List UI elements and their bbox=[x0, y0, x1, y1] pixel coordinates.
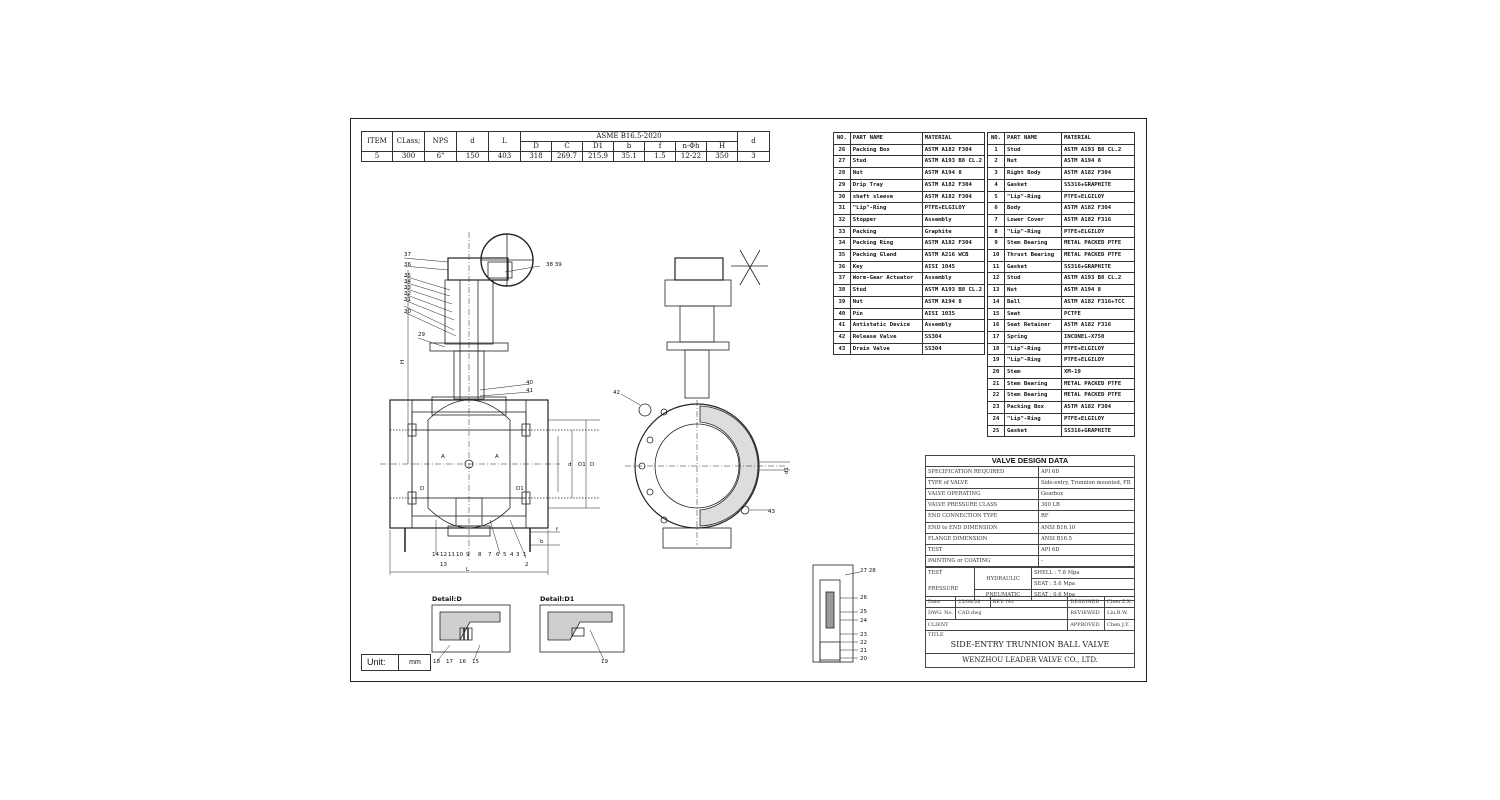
parts-header: NO. PART NAME MATERIAL bbox=[987, 132, 1135, 145]
title-block: Date 25/08/28 REV. No. DESIGNED Chen Z.X… bbox=[924, 595, 1135, 668]
dim-header-H: H bbox=[706, 141, 738, 152]
parts-header: NO. PART NAME MATERIAL bbox=[833, 132, 986, 145]
design-row: PAINTING or COATING- bbox=[925, 554, 1135, 567]
dim-header-b: b bbox=[613, 141, 645, 152]
drawing-title: SIDE-ENTRY TRUNNION BALL VALVE bbox=[950, 639, 1110, 649]
dim-header-d: d bbox=[456, 131, 489, 152]
drawing-sheet-border bbox=[350, 118, 1147, 682]
dim-header-l: L bbox=[488, 131, 521, 152]
dim-header-nh: n-Φh bbox=[675, 141, 707, 152]
dim-row: 5 300 6" 150 403 318 269.7 215.9 35.1 1.… bbox=[361, 151, 770, 162]
dim-header-D1: D1 bbox=[582, 141, 614, 152]
dim-header-item: ITEM bbox=[361, 131, 393, 152]
dim-header-nps: NPS bbox=[424, 131, 457, 152]
dim-standard: ASME B16.5-2020 bbox=[520, 131, 738, 142]
title-label: TITLE bbox=[928, 631, 944, 638]
unit-box: Unit: mm bbox=[361, 654, 431, 671]
valve-design-data-table: VALVE DESIGN DATA SPECIFICATION REQUIRED… bbox=[925, 454, 1135, 567]
dim-header-class: CLass; bbox=[392, 131, 425, 152]
dim-header-f: f bbox=[644, 141, 676, 152]
unit-value: mm bbox=[398, 655, 431, 670]
design-data-title: VALVE DESIGN DATA bbox=[925, 454, 1135, 468]
unit-label: Unit: bbox=[367, 657, 386, 667]
dim-header-D: D bbox=[520, 141, 552, 152]
dimension-table: ITEM CLass; NPS d L ASME B16.5-2020 d D … bbox=[361, 131, 770, 162]
company-name: WENZHOU LEADER VALVE CO., LTD. bbox=[925, 652, 1135, 668]
dim-header-C: C bbox=[551, 141, 583, 152]
dim-header-d-last: d bbox=[737, 131, 770, 152]
